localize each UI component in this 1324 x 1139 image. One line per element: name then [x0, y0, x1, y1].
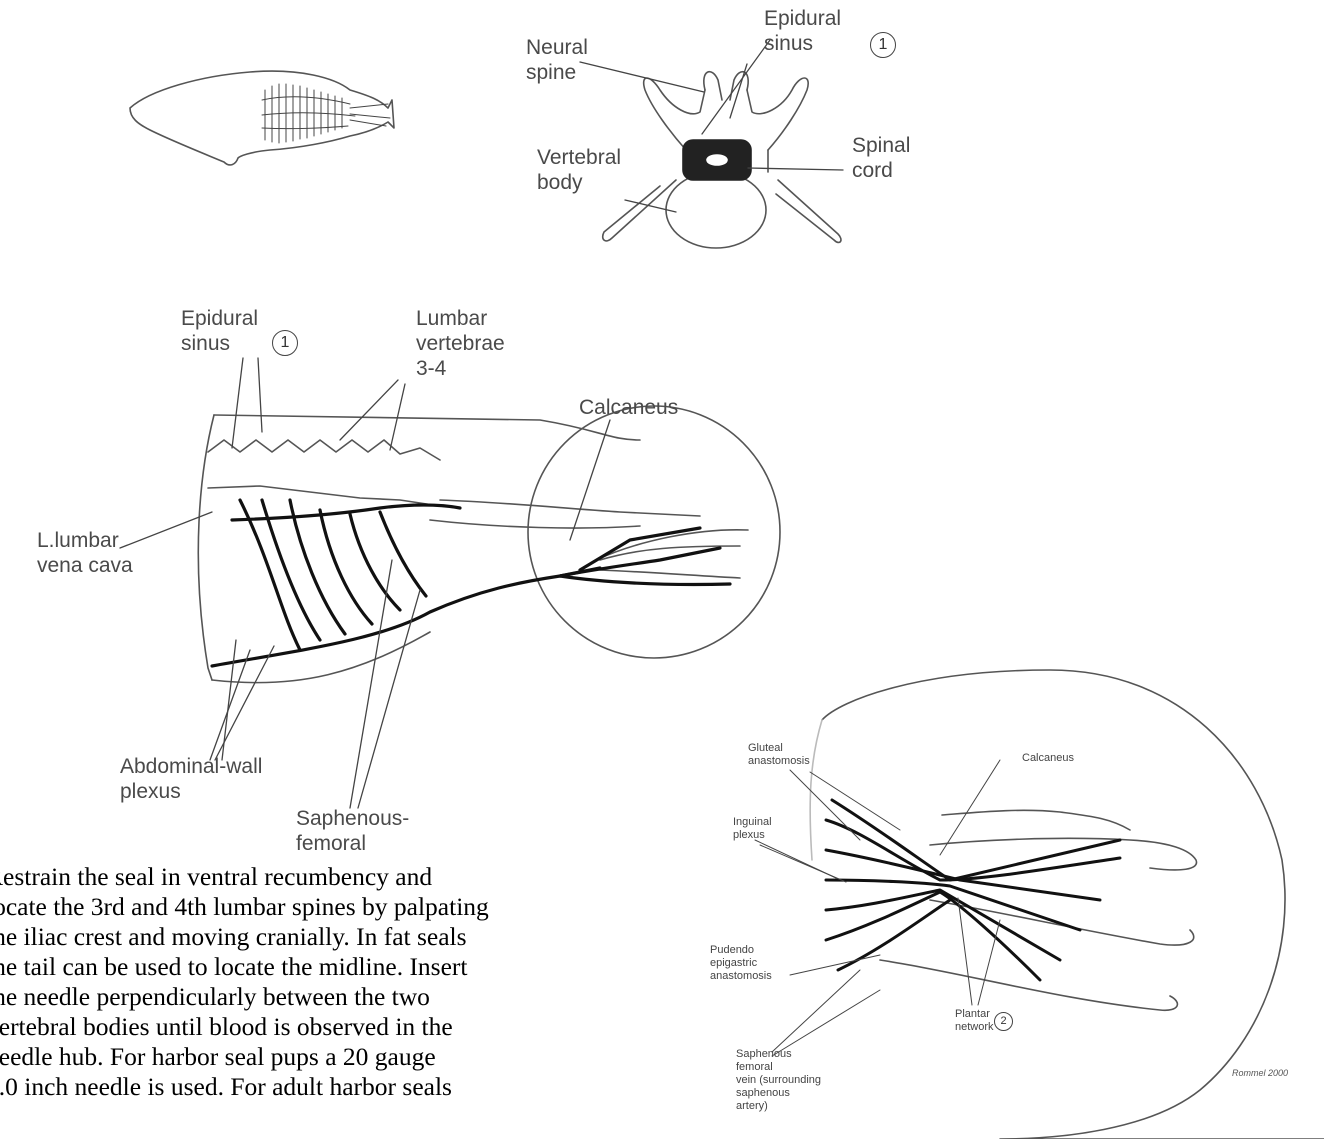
- lumbar-lateral-view: [198, 406, 780, 683]
- paragraph-line: locate the 3rd and 4th lumbar spines by …: [0, 892, 686, 922]
- marker-1-top: 1: [870, 32, 896, 58]
- paragraph-line: vertebral bodies until blood is observed…: [0, 1012, 686, 1042]
- paragraph-line: needle hub. For harbor seal pups a 20 ga…: [0, 1042, 686, 1072]
- label-neural-spine: Neural spine: [526, 35, 588, 85]
- paragraph-line: the needle perpendicularly between the t…: [0, 982, 686, 1012]
- illustrator-credit: Rommel 2000: [1232, 1068, 1288, 1078]
- paragraph-line: the tail can be used to locate the midli…: [0, 952, 686, 982]
- label-saphenous-femoral: Saphenous- femoral: [296, 806, 409, 856]
- label-calcaneus-detail: Calcaneus: [1022, 752, 1074, 765]
- label-plantar-network: Plantar network: [955, 1008, 994, 1034]
- label-epidural-sinus-middle: Epidural sinus: [181, 306, 258, 356]
- label-lumbar-vertebrae: Lumbar vertebrae 3-4: [416, 306, 505, 381]
- label-epidural-sinus-top: Epidural sinus: [764, 6, 841, 56]
- label-vertebral-body: Vertebral body: [537, 145, 621, 195]
- label-calcaneus-middle: Calcaneus: [579, 395, 678, 420]
- marker-2-detail: 2: [994, 1012, 1013, 1031]
- paragraph-line: 1.0 inch needle is used. For adult harbo…: [0, 1072, 686, 1102]
- paragraph-line: the iliac crest and moving cranially. In…: [0, 922, 686, 952]
- detail-vessels: [826, 800, 1120, 980]
- seal-silhouette: [130, 71, 394, 165]
- label-pudendo-epigastric: Pudendo epigastric anastomosis: [710, 944, 772, 983]
- paragraph-line: Restrain the seal in ventral recumbency …: [0, 862, 686, 892]
- marker-1-middle: 1: [272, 330, 298, 356]
- vertebra-cross-section: [603, 72, 841, 248]
- label-lumbar-vena-cava: L.lumbar vena cava: [37, 528, 133, 578]
- label-gluteal-anastomosis: Gluteal anastomosis: [748, 742, 810, 768]
- label-inguinal-plexus: Inguinal plexus: [733, 816, 772, 842]
- vessel-network: [212, 500, 730, 666]
- procedure-paragraph: Restrain the seal in ventral recumbency …: [0, 862, 686, 1102]
- label-saphenous-femoral-vein: Saphenous femoral vein (surrounding saph…: [736, 1048, 821, 1113]
- label-abdominal-wall-plexus: Abdominal-wall plexus: [120, 754, 262, 804]
- label-spinal-cord: Spinal cord: [852, 133, 910, 183]
- middle-leader-lines: [120, 358, 610, 808]
